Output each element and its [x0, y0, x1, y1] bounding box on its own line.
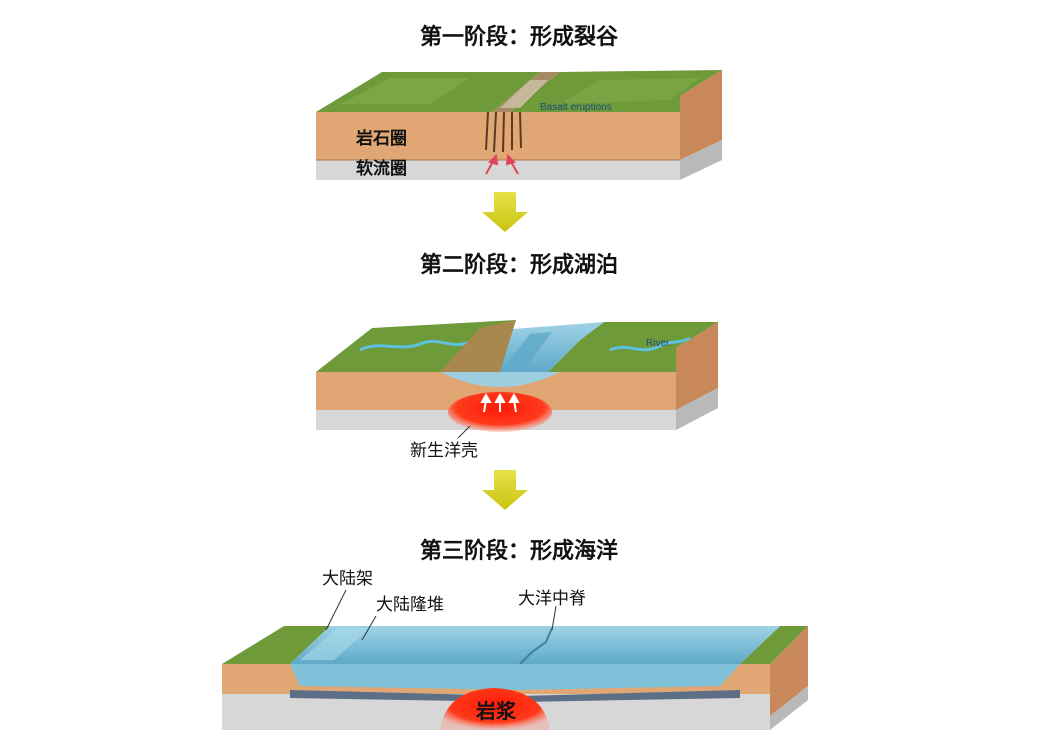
stage-3-ridge-label: 大洋中脊 [518, 589, 586, 609]
stage-3-grass-right [740, 626, 808, 664]
stage-3-ridge-pointer [551, 605, 557, 631]
stage-1-rift-rocks [500, 80, 548, 108]
stage-2-side-mantle [676, 388, 718, 430]
down-arrow-1-shape [482, 192, 528, 232]
stage-1-asthenosphere-label: 软流圈 [356, 158, 407, 179]
stage-1-front-mantle [316, 160, 680, 180]
stage-1-grass-highlight [340, 78, 470, 104]
stage-2-cliff [440, 320, 516, 372]
stage-3-magma [440, 688, 550, 730]
stage-3-shelf-band [300, 628, 370, 660]
stage-3: 第三阶段：形成海洋 岩浆 大陆架 大陆隆堆 大洋中脊 [222, 538, 808, 730]
stage-2: 第二阶段：形成湖泊 新生洋壳 River [316, 252, 718, 461]
stage-3-shelf-pointer [325, 589, 347, 631]
stage-2-upwelling-arrows [480, 392, 520, 413]
down-arrow-2 [482, 470, 528, 510]
stage-1: 第一阶段：形成裂谷 岩石圈 软流圈 B [316, 24, 722, 180]
stage-2-new-crust-label: 新生洋壳 [410, 441, 478, 461]
stage-1-lithosphere-label: 岩石圈 [355, 128, 407, 149]
stage-2-basin [440, 372, 560, 387]
stage-2-river-right [609, 336, 691, 352]
down-arrow-1 [482, 192, 528, 232]
stage-2-title: 第二阶段：形成湖泊 [420, 252, 618, 278]
stage-1-side-mantle [680, 140, 722, 180]
stage-1-title: 第一阶段：形成裂谷 [420, 24, 619, 50]
stage-3-side-mantle [770, 686, 808, 730]
stage-1-side-soil [680, 70, 722, 160]
stage-2-river-left [359, 339, 471, 352]
stage-1-faults [485, 111, 522, 153]
stage-3-ocean [290, 626, 780, 664]
stage-3-title: 第三阶段：形成海洋 [420, 538, 618, 564]
stage-3-magma-label: 岩浆 [475, 699, 517, 723]
stage-3-grass-left [222, 626, 330, 664]
stage-1-upwelling-arrows [485, 153, 519, 175]
stage-3-rise-label: 大陆隆堆 [376, 595, 444, 615]
stage-3-shelf-label: 大陆架 [322, 569, 373, 589]
stage-2-river-label: River [646, 338, 670, 349]
stage-3-ocean-front [290, 664, 520, 690]
stage-3-ocean-front-right [520, 664, 740, 690]
stage-2-crust-pointer [457, 425, 471, 439]
stage-2-lake-channel [500, 332, 552, 372]
stage-1-front-soil [316, 112, 680, 160]
stage-1-grass-highlight-2 [560, 78, 700, 104]
down-arrow-2-shape [482, 470, 528, 510]
stage-2-side-soil [676, 322, 718, 410]
stage-3-ridge [519, 627, 553, 665]
stage-3-rise-pointer [361, 615, 377, 641]
stage-1-basalt-label: Basalt eruptions [540, 102, 612, 113]
